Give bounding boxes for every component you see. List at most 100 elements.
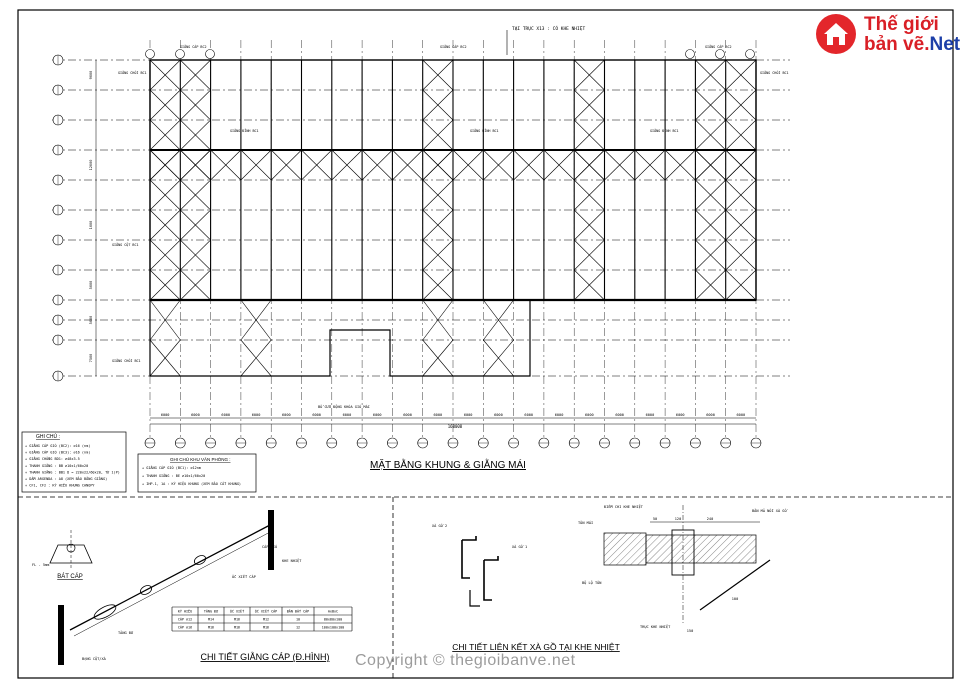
x-brace [573, 179, 605, 211]
note-item: + CF1, CF2 : KÝ HIỆU KHUNG CANOPY [25, 483, 95, 488]
x-brace [452, 149, 484, 181]
bottom-dimension-value: 6000 [252, 413, 261, 417]
x-brace [422, 239, 454, 271]
table-header: BẢN BẮT CÁP [287, 609, 309, 614]
x-brace [483, 299, 514, 341]
table-cell: 80x80x100 [324, 618, 342, 622]
x-brace [725, 149, 757, 181]
x-brace [573, 209, 605, 241]
bracing-label: GIẰNG CÁP BC2 [440, 44, 467, 49]
purlin-dimension-value: 120 [675, 517, 682, 521]
x-brace [695, 149, 726, 181]
bottom-dimension-value: 6000 [373, 413, 382, 417]
bracing-label: GIẰNG CHỐI BC1 [760, 70, 789, 75]
cable-label: BẠNG CỘT/XÀ [82, 656, 107, 661]
cable-label: TĂNG ĐƠ [118, 630, 134, 635]
office-notes-title: GHI CHÚ KHU VĂN PHÒNG : [170, 456, 231, 462]
x-brace [573, 269, 605, 301]
table-cell: M14 [208, 618, 214, 622]
x-brace [149, 209, 181, 241]
notes-title: GHI CHÚ : [36, 433, 60, 440]
purlin-label: TÔN MÁI [578, 520, 593, 525]
side-dimension-value: 7500 [89, 354, 93, 363]
bottom-dimension-value: 6000 [221, 413, 230, 417]
bottom-dimension-value: 6000 [737, 413, 746, 417]
x-brace [422, 209, 454, 241]
turnbuckle [93, 604, 117, 620]
x-brace [149, 299, 181, 341]
cable-eye [139, 585, 153, 595]
grid-bubble-top [685, 49, 695, 59]
x-brace [422, 59, 454, 91]
x-brace [149, 339, 181, 377]
x-brace [664, 149, 696, 181]
canopy-note: BỔ CỬU ĐỘNG KHÓA GIÓ MÁI [318, 404, 370, 409]
grid-bubble-top [715, 49, 725, 59]
x-brace [725, 239, 757, 271]
table-cell: M16 [263, 626, 269, 630]
x-brace [573, 149, 605, 181]
purlin-detail-title: CHI TIẾT LIÊN KẾT XÀ GỒ TẠI KHE NHIỆT [452, 641, 620, 652]
purlin-label: ĐIỀM CHI KHE NHIỆT [604, 504, 644, 509]
purlin-dimension-value: 50 [653, 517, 657, 521]
purlin-z-3 [469, 590, 480, 607]
x-brace [695, 119, 726, 151]
x-brace [149, 239, 181, 271]
site-logo[interactable]: Thế giới bản vẽ.Net [812, 8, 962, 64]
x-brace [180, 119, 211, 151]
x-brace [483, 149, 514, 181]
table-cell: 12 [296, 626, 300, 630]
table-header: TĂNG ĐƠ [204, 609, 218, 614]
x-brace [422, 89, 454, 121]
x-brace [422, 119, 454, 151]
grid-bubble-top [145, 49, 155, 59]
x-brace [422, 299, 454, 341]
note-item: + GIẰNG CÁP GIÓ (BC2): ∅16 (nm) [25, 443, 90, 448]
purlin-z-2 [483, 556, 499, 601]
bottom-dimension-value: 6000 [646, 413, 655, 417]
top-note: TẠI TRỤC X13 : CÓ KHE NHIỆT [512, 24, 585, 32]
bottom-dimension-value: 6000 [706, 413, 715, 417]
house-icon [816, 14, 856, 54]
note-item: + DẦM ARGENDA : A8 (XEM BẢO BẰNG GIẰNG) [25, 476, 107, 481]
x-brace [422, 179, 454, 211]
bottom-dimension-value: 6000 [434, 413, 443, 417]
side-dimension-value: 1000 [89, 221, 93, 230]
x-brace [513, 149, 545, 181]
grid-bubbles [52, 49, 762, 449]
x-brace [270, 149, 302, 181]
bracing-label: GIẰNG ĐỈNH BC1 [470, 128, 499, 133]
bottom-dimension-value: 6000 [615, 413, 624, 417]
table-cell: M16 [234, 618, 240, 622]
purlin-label: TRỤC KHE NHIỆT [640, 624, 671, 629]
bottom-dimension-value: 6000 [585, 413, 594, 417]
x-brace [149, 149, 181, 181]
x-brace [392, 149, 423, 181]
purlin-detail: CHI TIẾT LIÊN KẾT XÀ GỒ TẠI KHE NHIỆT XÀ… [432, 504, 789, 652]
cable-line-2 [73, 530, 273, 637]
x-brace [301, 149, 333, 181]
table-cell: M16 [208, 626, 214, 630]
purlin-dimension-value: 240 [707, 517, 714, 521]
roof-section [645, 534, 757, 564]
grid-bubble-top [745, 49, 755, 59]
purlin-label: BỘ LỘ TÔN [582, 580, 601, 585]
x-brace [725, 59, 757, 91]
cable-clamp [193, 555, 207, 565]
x-brace [634, 149, 666, 181]
bottom-dimension-value: 6000 [343, 413, 352, 417]
x-brace [725, 179, 757, 211]
table-header: ỐC XIẾT [230, 609, 244, 614]
x-brace [695, 89, 726, 121]
side-dimension-value: 5000 [89, 281, 93, 290]
x-brace [180, 239, 211, 271]
bracing-label: GIẰNG ĐỈNH BC1 [650, 128, 679, 133]
bracing-label: GIẰNG CHỐI BC1 [112, 358, 141, 363]
x-brace [240, 339, 272, 377]
side-dimension-value: 12000 [89, 160, 93, 171]
x-brace [695, 179, 726, 211]
bottom-dimension-value: 6000 [555, 413, 564, 417]
x-brace [422, 339, 454, 377]
